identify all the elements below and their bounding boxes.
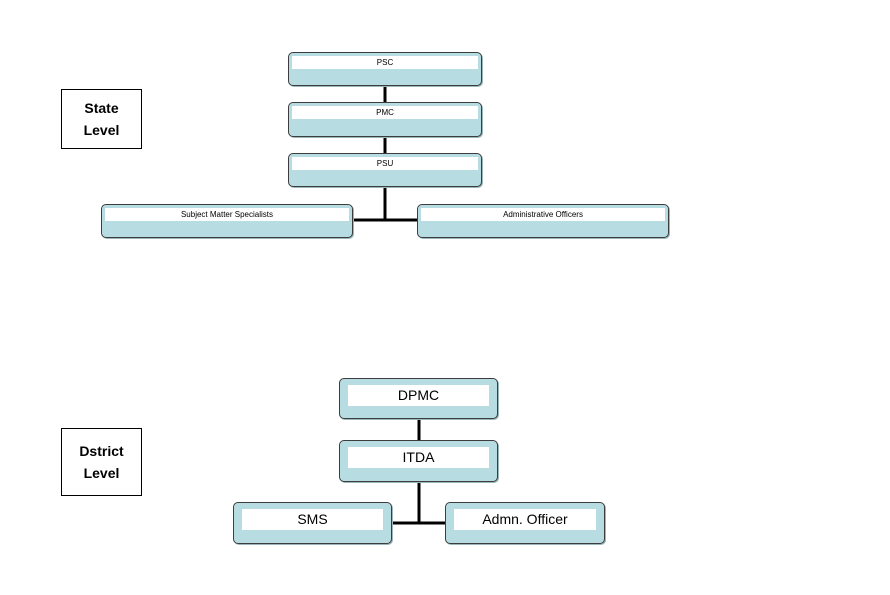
district-level-word-2: Level xyxy=(83,465,120,481)
node-itda: ITDA xyxy=(339,440,498,482)
node-dpmc: DPMC xyxy=(339,378,498,419)
state-level-label: State Level xyxy=(61,89,142,149)
node-itda-label: ITDA xyxy=(348,447,489,468)
node-psc-label: PSC xyxy=(292,56,478,69)
district-level-label: Dstrict Level xyxy=(61,428,142,496)
node-sms-label: SMS xyxy=(242,509,383,530)
node-psu: PSU xyxy=(288,153,482,187)
node-pmc: PMC xyxy=(288,102,482,137)
node-subject-matter-specialists-label: Subject Matter Specialists xyxy=(105,208,349,221)
state-level-word-2: Level xyxy=(83,122,120,138)
node-administrative-officers-label: Administrative Officers xyxy=(421,208,665,221)
node-admn-officer-label: Admn. Officer xyxy=(454,509,596,530)
state-level-word-1: State xyxy=(84,100,119,116)
node-pmc-label: PMC xyxy=(292,106,478,119)
node-administrative-officers: Administrative Officers xyxy=(417,204,669,238)
district-level-word-1: Dstrict xyxy=(79,443,124,459)
node-sms: SMS xyxy=(233,502,392,544)
node-dpmc-label: DPMC xyxy=(348,385,489,406)
node-psc: PSC xyxy=(288,52,482,86)
node-subject-matter-specialists: Subject Matter Specialists xyxy=(101,204,353,238)
node-admn-officer: Admn. Officer xyxy=(445,502,605,544)
node-psu-label: PSU xyxy=(292,157,478,170)
